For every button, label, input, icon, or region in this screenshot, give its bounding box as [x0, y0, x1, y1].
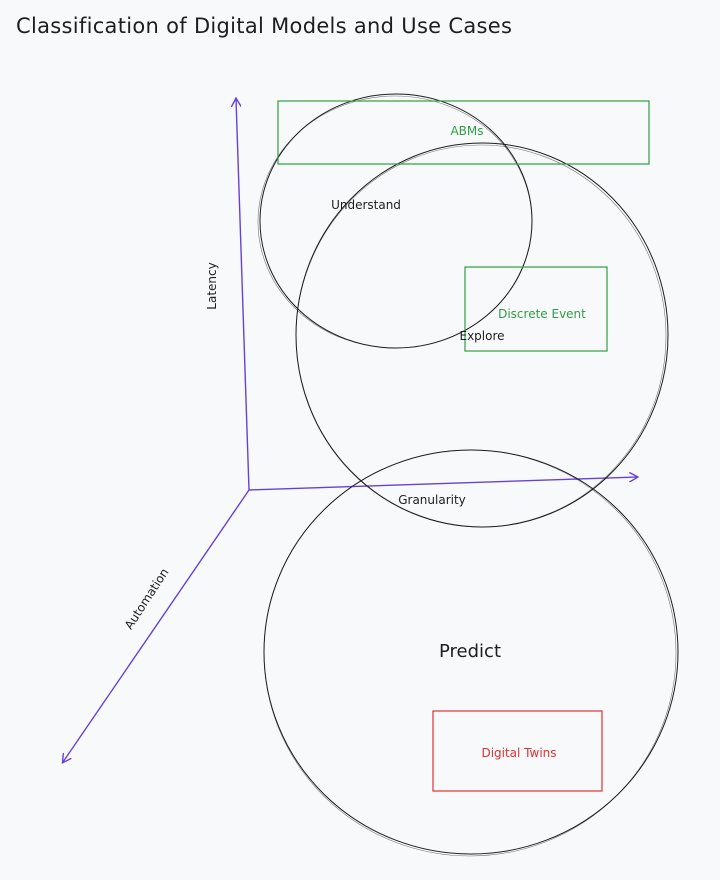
- granularity-axis-label: Granularity: [398, 493, 466, 507]
- predict-circle-sketch: [263, 449, 677, 857]
- abms-box: [277, 100, 650, 165]
- explore-circle-sketch: [295, 144, 667, 528]
- discrete-event-label: Discrete Event: [498, 307, 586, 321]
- automation-axis: [63, 489, 250, 762]
- latency-axis: [236, 99, 250, 491]
- explore-label: Explore: [459, 329, 504, 343]
- diagram-title: Classification of Digital Models and Use…: [16, 14, 512, 38]
- latency-axis-label: Latency: [205, 262, 219, 309]
- understand-circle-sketch: [257, 95, 533, 349]
- digital-twins-label: Digital Twins: [481, 746, 556, 760]
- predict-label: Predict: [439, 641, 501, 662]
- automation-axis-label: Automation: [122, 566, 172, 632]
- discrete-event-box: [464, 266, 608, 352]
- understand-label: Understand: [331, 198, 401, 212]
- granularity-axis: [248, 477, 637, 491]
- abms-label: ABMs: [450, 124, 483, 138]
- digital-twins-box: [432, 710, 603, 792]
